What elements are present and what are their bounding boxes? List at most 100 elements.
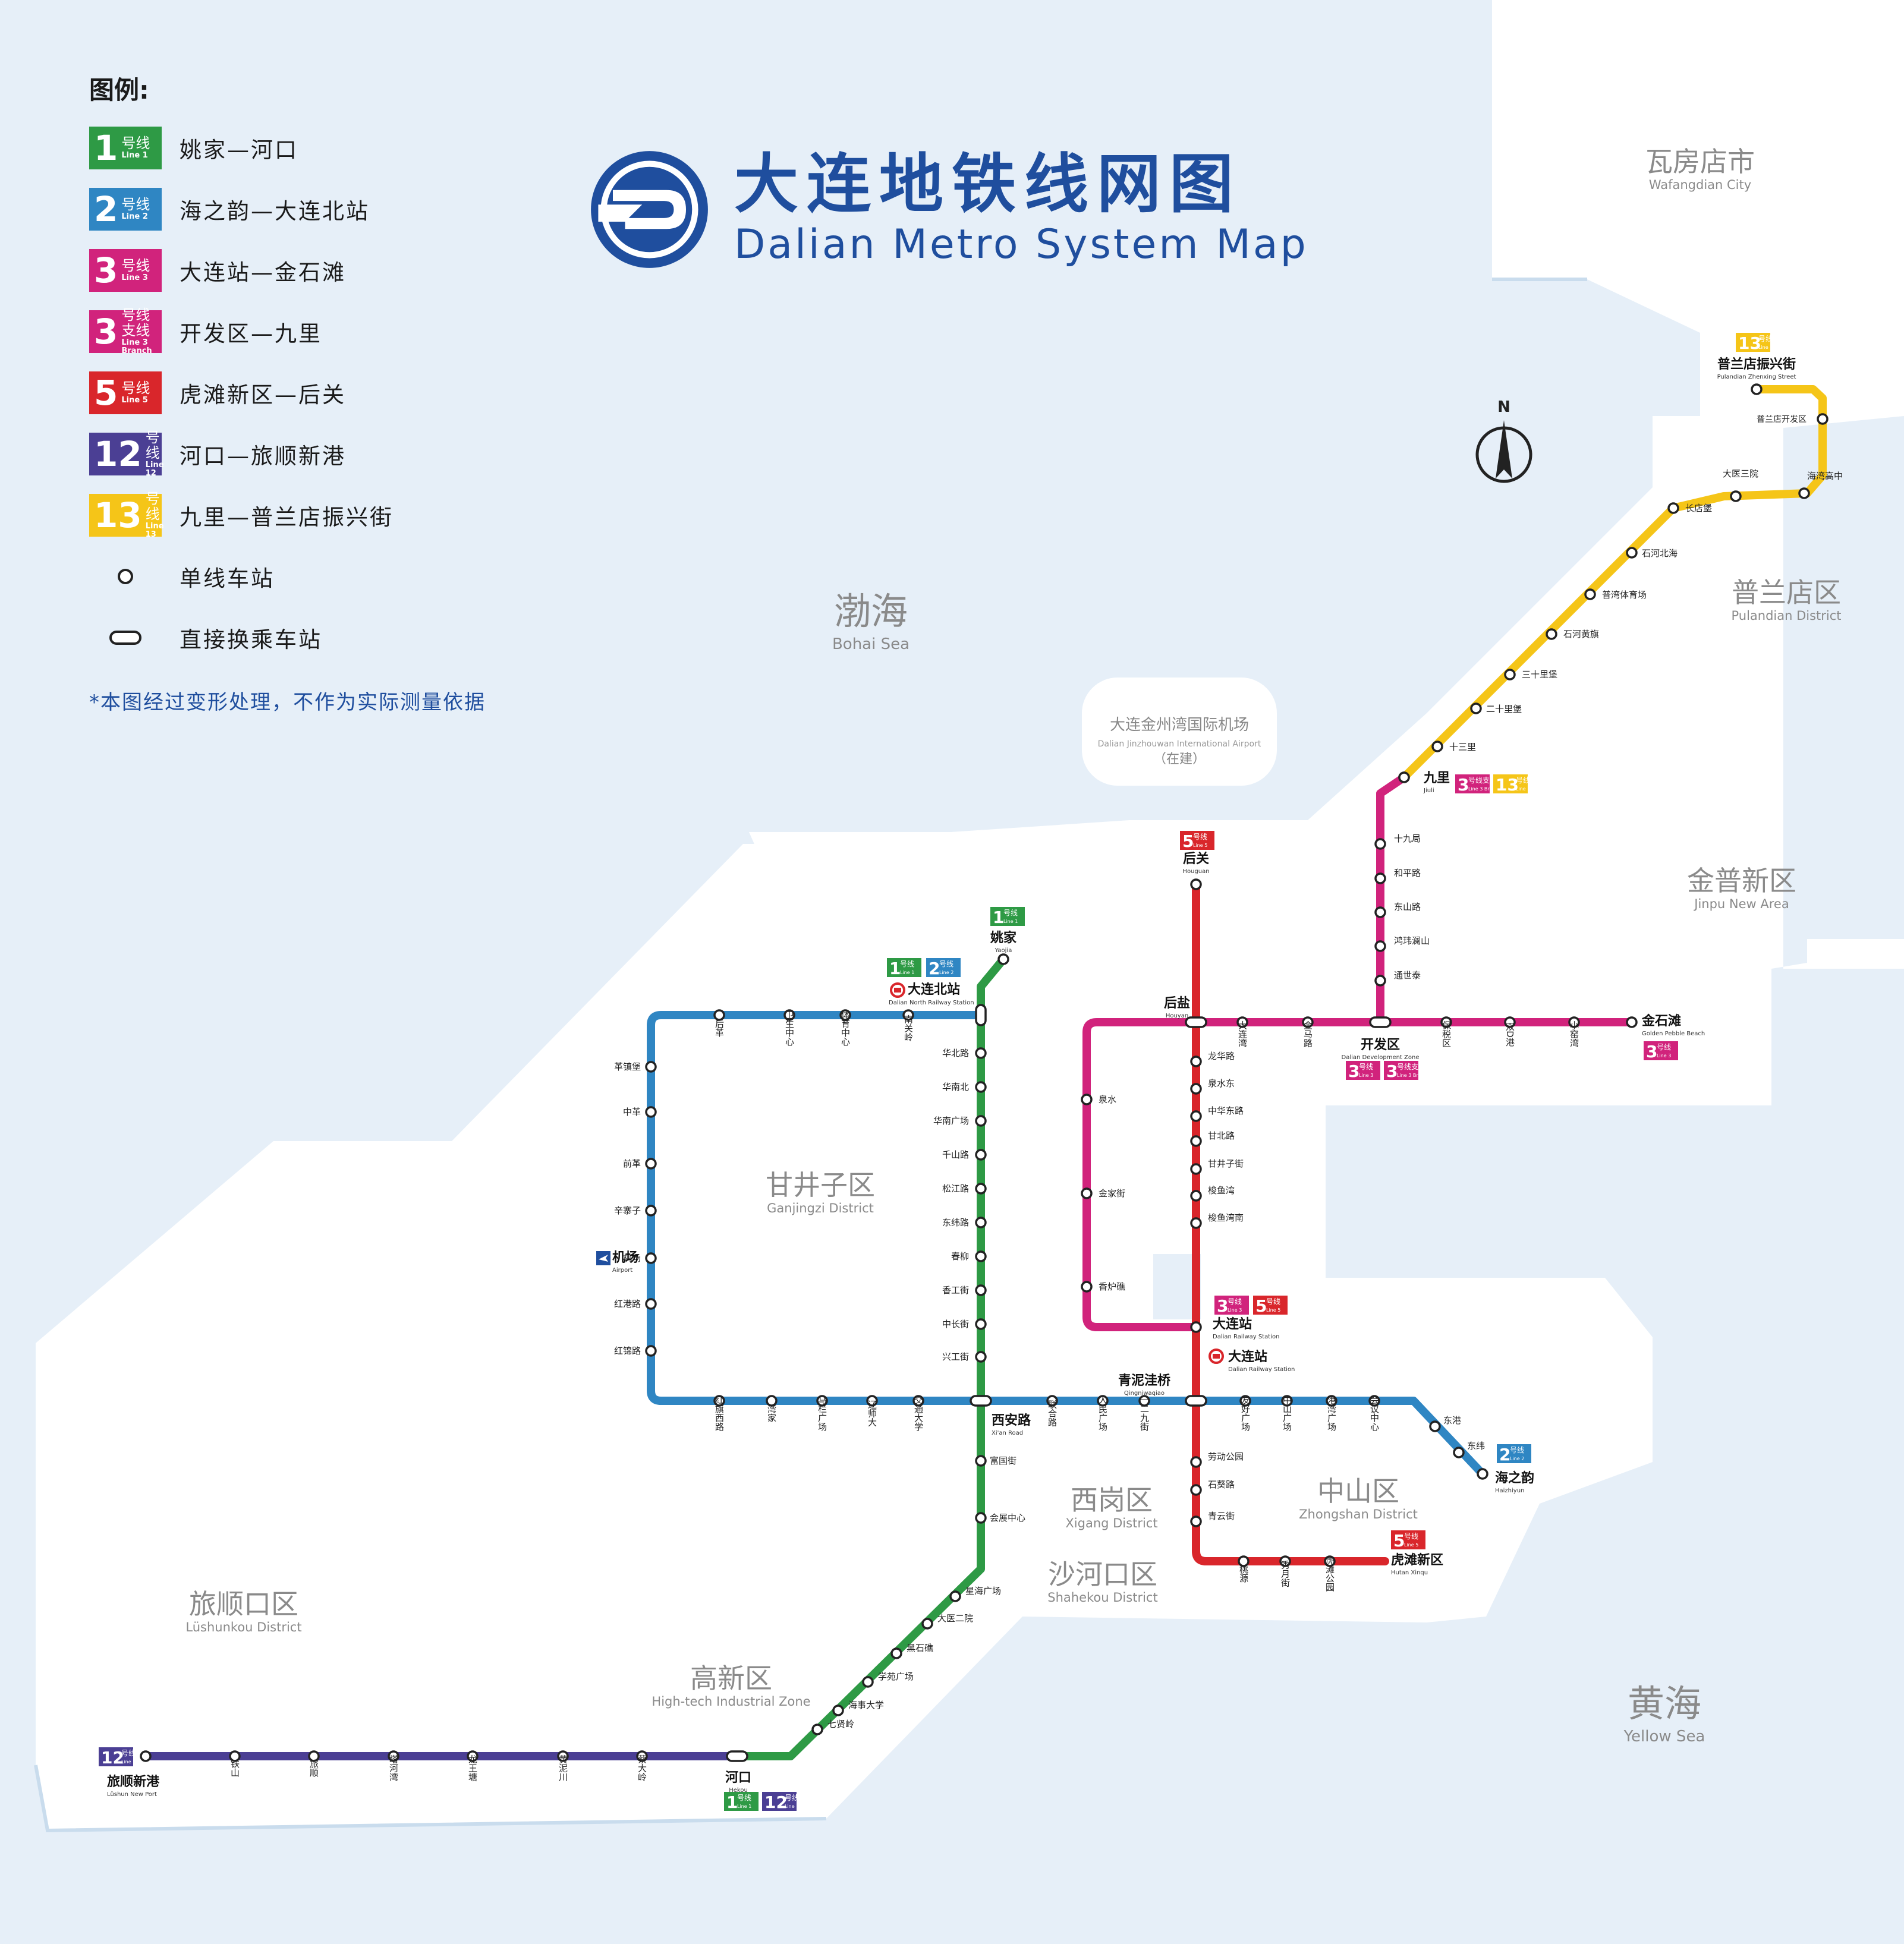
- badge-number: 13: [94, 494, 142, 535]
- badge-en: Line 13: [1516, 786, 1533, 792]
- station-marker: [1190, 1083, 1202, 1095]
- station-label: 华南北: [942, 1082, 969, 1092]
- region-label-zh: 普兰店区: [1732, 576, 1841, 609]
- station-label: 泉水: [1099, 1094, 1116, 1105]
- badge-number: 5: [94, 372, 118, 413]
- title-en: Dalian Metro System Map: [734, 221, 1308, 269]
- badge-number: 2: [94, 188, 118, 229]
- station-marker: [1190, 1484, 1202, 1496]
- badge-number: 1: [993, 908, 1004, 927]
- badge-en: Line 12: [785, 1804, 802, 1809]
- station-label-vertical: 交通大学: [913, 1395, 924, 1431]
- station-marker: [975, 1081, 987, 1093]
- north-compass-icon: N: [1475, 398, 1532, 483]
- line-badge-icon: [99, 1747, 133, 1766]
- station-label: 春柳: [951, 1251, 969, 1262]
- interchange-marker: [726, 1750, 748, 1762]
- interchange-marker: [970, 1395, 992, 1407]
- badge-zh: 号线: [121, 196, 150, 213]
- badge-number: 3: [1646, 1042, 1657, 1061]
- station-marker: [1374, 906, 1386, 918]
- key-station-name: 青泥洼桥: [1118, 1373, 1170, 1388]
- key-station-name: 九里: [1423, 771, 1450, 786]
- railway-station-icon: [1209, 1348, 1224, 1364]
- line-3-path: [1082, 1018, 1636, 1331]
- region-label-en: Lüshunkou District: [185, 1620, 301, 1634]
- station-label: 青云街: [1208, 1511, 1235, 1521]
- station-label: 石河北海: [1642, 548, 1678, 559]
- station-label: 和平路: [1394, 868, 1421, 878]
- station-marker: [1190, 1456, 1202, 1468]
- badge-en: Line 12: [121, 1759, 139, 1765]
- station-marker: [1440, 1016, 1452, 1028]
- region-label-en: Pulandian District: [1731, 609, 1841, 623]
- line-badge-icon: [724, 1792, 759, 1811]
- station-label: 十三里: [1449, 742, 1476, 752]
- station-marker: [975, 1455, 987, 1467]
- airport-name-en: Dalian Jinzhouwan International Airport: [1098, 739, 1261, 749]
- station-label: 华北路: [942, 1048, 969, 1058]
- station-marker: [645, 1158, 657, 1170]
- station-marker: [1046, 1395, 1058, 1407]
- region-label-zh: 渤海: [834, 590, 908, 633]
- station-label: 机场: [623, 1253, 641, 1264]
- key-station-name: 姚家: [990, 930, 1017, 946]
- region-label-zh: 甘井子区: [766, 1169, 875, 1201]
- station-marker: [816, 1395, 828, 1407]
- station-marker: [1751, 383, 1763, 395]
- station-label: 通世泰: [1394, 970, 1421, 981]
- region-label-zh: 高新区: [690, 1662, 772, 1694]
- station-label: 三十里堡: [1522, 669, 1557, 680]
- region-label-en: Jinpu New Area: [1693, 897, 1789, 911]
- region-label-zh: 西岗区: [1071, 1484, 1153, 1516]
- key-station-name: 机场: [612, 1250, 638, 1265]
- station-label: 东山路: [1394, 902, 1421, 912]
- legend-line-desc: 海之韵—大连北站: [180, 198, 370, 224]
- region-label-en: Bohai Sea: [832, 635, 909, 653]
- badge-number: 12: [101, 1748, 124, 1767]
- station-label-vertical: 桃源: [1238, 1565, 1249, 1583]
- line-badge-icon: [1455, 774, 1490, 793]
- station-marker: [1470, 702, 1482, 714]
- station-label: 中华东路: [1208, 1105, 1244, 1116]
- badge-zh: 号线: [737, 1794, 751, 1802]
- badge-zh: 号线: [1404, 1532, 1418, 1540]
- station-marker: [1190, 1515, 1202, 1527]
- station-label: 前革: [623, 1158, 641, 1169]
- station-marker: [1504, 1016, 1516, 1028]
- key-station-en: Qingniwaqiao: [1124, 1390, 1165, 1397]
- station-label-vertical: 红旗西路: [714, 1395, 725, 1431]
- station-marker: [1081, 1281, 1093, 1293]
- region-label-zh: 旅顺口区: [189, 1588, 298, 1620]
- station-marker: [975, 1250, 987, 1262]
- map-title: 大连地铁线网图 Dalian Metro System Map: [588, 149, 1308, 270]
- station-label-vertical: 辽师大: [867, 1400, 877, 1427]
- key-station-name: 旅顺新港: [107, 1774, 160, 1789]
- station-marker: [1190, 1190, 1202, 1202]
- badge-zh: 号线: [1510, 1446, 1524, 1454]
- station-label: 鸿玮澜山: [1394, 935, 1430, 946]
- station-labels: 华北路华南北华南广场千山路松江路东纬路春柳香工街中长街兴工街富国街会展中心星海广…: [107, 357, 1843, 1798]
- station-marker: [557, 1750, 569, 1762]
- badge-zh: 号线: [145, 490, 160, 523]
- station-marker: [912, 1395, 924, 1407]
- station-label-vertical: 湾家: [766, 1404, 777, 1422]
- badge-number: 13: [1496, 775, 1519, 795]
- line-badge-icon: [887, 958, 921, 977]
- station-marker: [1398, 771, 1410, 783]
- line-badge-icon: [1214, 1296, 1249, 1315]
- station-marker: [1097, 1395, 1109, 1407]
- station-label: 中长街: [942, 1319, 969, 1329]
- station-marker: [921, 1618, 933, 1630]
- badge-number: 1: [889, 959, 901, 978]
- airport-name-zh: 大连金州湾国际机场: [1110, 716, 1249, 734]
- station-marker: [1374, 940, 1386, 952]
- badge-number: 5: [1393, 1531, 1405, 1551]
- station-label: 黑石礁: [907, 1643, 933, 1653]
- line-1-path: [733, 955, 1008, 1760]
- title-zh: 大连地铁线网图: [734, 147, 1242, 222]
- badge-zh: 号线: [1266, 1297, 1280, 1306]
